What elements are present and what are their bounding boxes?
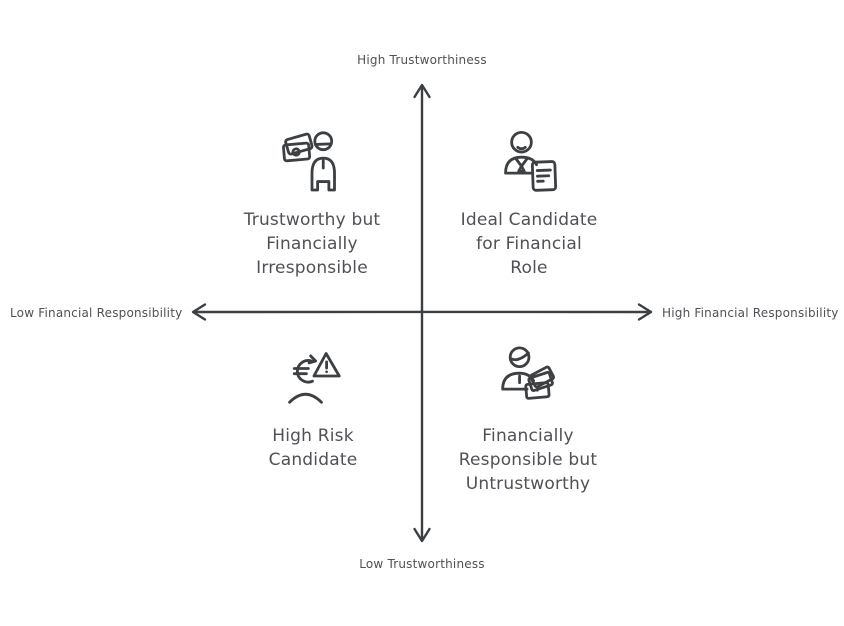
quadrant-label: Financially Responsible but Untrustworth… xyxy=(378,424,678,496)
left-arrowhead-icon xyxy=(191,303,207,321)
quadrant-top-left: Trustworthy but Financially Irresponsibl… xyxy=(162,128,462,280)
axis-label-low-trustworthiness: Low Trustworthiness xyxy=(359,557,485,571)
quadrant-label-line: Financially xyxy=(266,234,358,254)
down-arrowhead-icon xyxy=(413,527,431,543)
horizontal-axis-line xyxy=(193,310,651,314)
quadrant-label-line: Role xyxy=(510,258,548,278)
person-banknotes-icon xyxy=(498,344,558,408)
quadrant-label-line: Trustworthy but xyxy=(243,210,381,230)
quadrant-label-line: Financially xyxy=(482,426,574,446)
up-arrowhead-icon xyxy=(413,83,431,99)
quadrant-label: Ideal Candidate for Financial Role xyxy=(379,208,679,280)
euro-warning-icon xyxy=(283,344,343,408)
quadrant-bottom-left: High Risk Candidate xyxy=(163,344,463,472)
quadrant-bottom-right: Financially Responsible but Untrustworth… xyxy=(378,344,678,496)
quadrant-label-line: Irresponsible xyxy=(256,258,368,278)
quadrant-label-line: Candidate xyxy=(268,450,358,470)
quadrant-label-line: for Financial xyxy=(476,234,582,254)
axis-label-high-financial-responsibility: High Financial Responsibility xyxy=(662,306,839,320)
axis-label-high-trustworthiness: High Trustworthiness xyxy=(357,53,487,67)
quadrant-label: High Risk Candidate xyxy=(163,424,463,472)
right-arrowhead-icon xyxy=(637,303,653,321)
axis-label-low-financial-responsibility: Low Financial Responsibility xyxy=(10,306,183,320)
quadrant-label-line: Ideal Candidate xyxy=(460,210,598,230)
quadrant-label-line: High Risk xyxy=(272,426,354,446)
quadrant-top-right: Ideal Candidate for Financial Role xyxy=(379,128,679,280)
quadrant-label-line: Untrustworthy xyxy=(465,474,591,494)
quadrant-label-line: Responsible but xyxy=(458,450,598,470)
banknotes-person-icon xyxy=(282,128,342,192)
vertical-axis-line xyxy=(420,85,424,541)
quadrant-label: Trustworthy but Financially Irresponsibl… xyxy=(162,208,462,280)
candidate-document-icon xyxy=(499,128,559,192)
